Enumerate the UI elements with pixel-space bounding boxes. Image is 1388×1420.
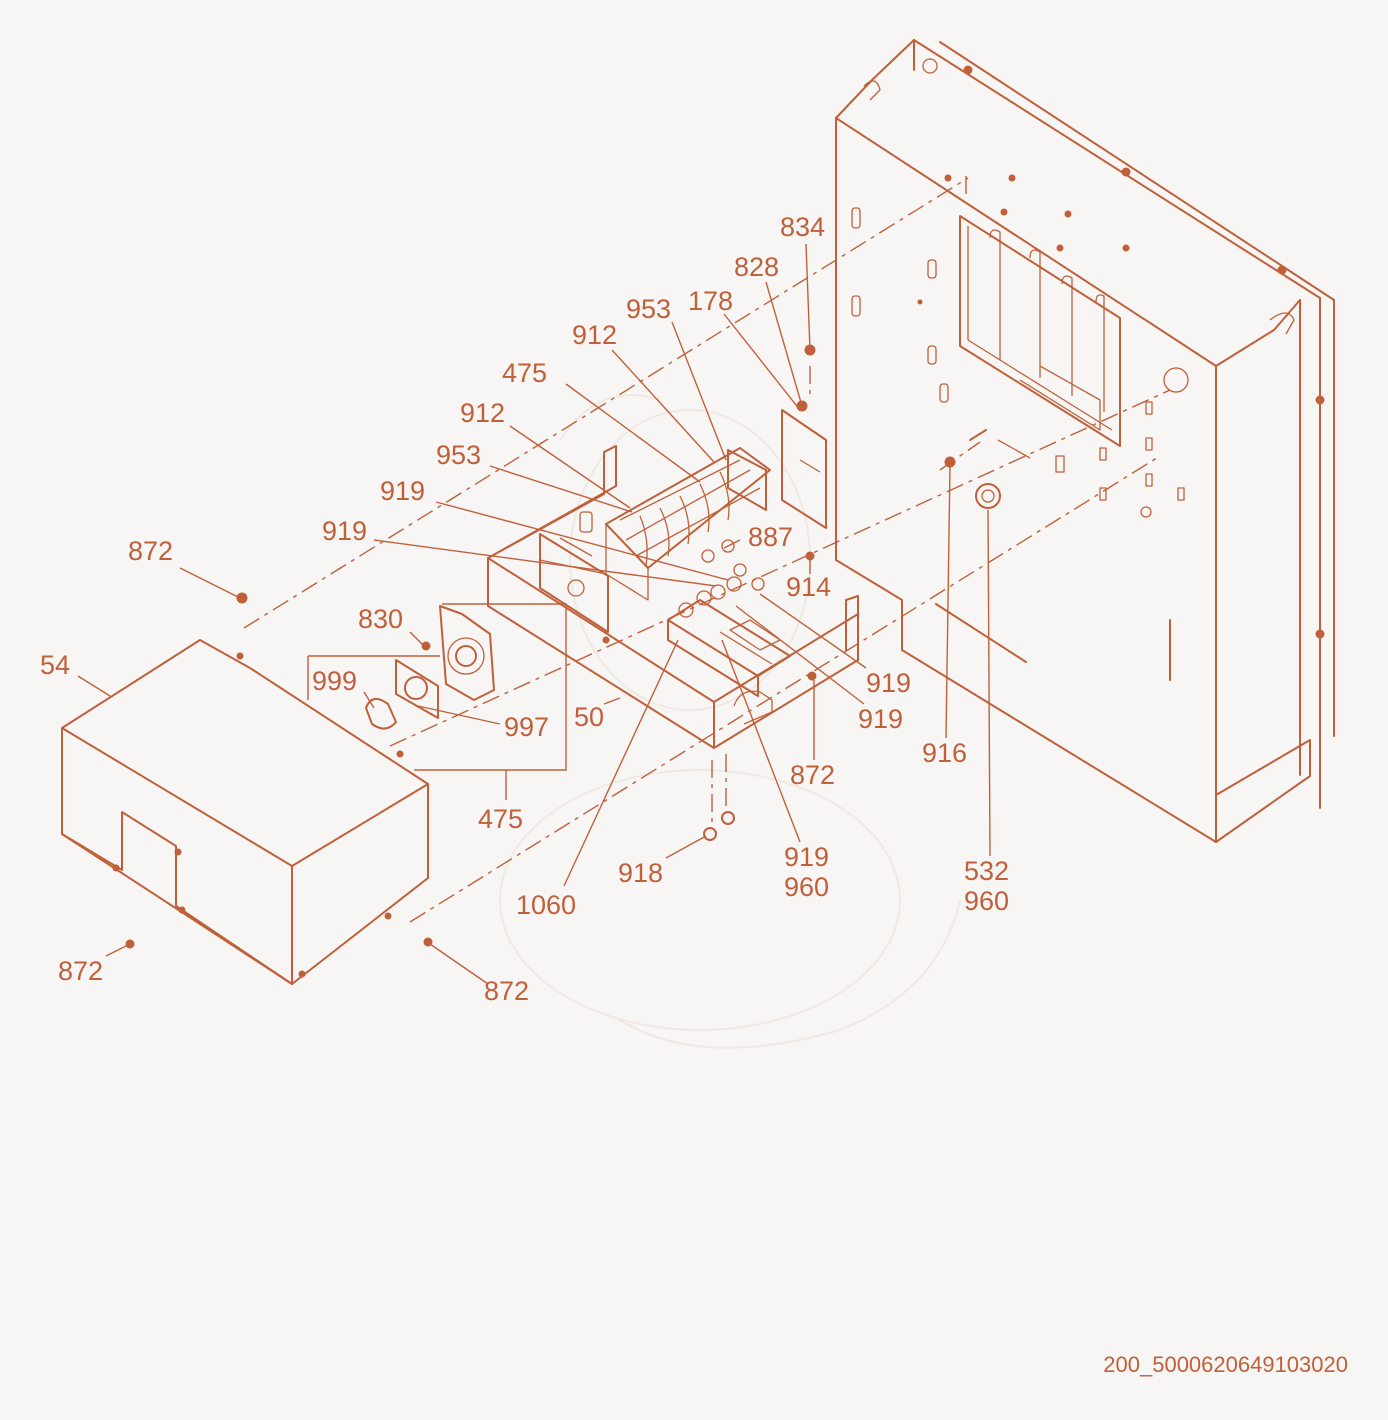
document-id: 200_5000620649103020	[1103, 1352, 1348, 1377]
callout-830: 830	[358, 604, 403, 634]
callout-953: 953	[626, 294, 671, 324]
callout-919: 919	[380, 476, 425, 506]
callouts: 834 828 953 178 912 475 912 953 919 919 …	[40, 212, 1009, 1006]
callout-919: 919	[866, 668, 911, 698]
callout-919: 919	[858, 704, 903, 734]
callout-872: 872	[484, 976, 529, 1006]
callout-872: 872	[58, 956, 103, 986]
terminal-panel	[781, 344, 827, 561]
callout-912: 912	[460, 398, 505, 428]
callout-872: 872	[790, 760, 835, 790]
callout-916: 916	[922, 738, 967, 768]
main-enclosure	[835, 39, 1335, 843]
callout-50: 50	[574, 702, 604, 732]
callout-475: 475	[478, 804, 523, 834]
fasteners	[125, 456, 1001, 949]
leader-lines	[77, 243, 991, 985]
callout-834: 834	[780, 212, 825, 242]
callout-953: 953	[436, 440, 481, 470]
contactor-block	[667, 539, 791, 697]
callout-914: 914	[786, 572, 831, 602]
cover	[61, 639, 429, 985]
callout-1060: 1060	[516, 890, 576, 920]
callout-919: 919	[322, 516, 367, 546]
callout-532: 532	[964, 856, 1009, 886]
callout-997: 997	[504, 712, 549, 742]
callout-475: 475	[502, 358, 547, 388]
callout-828: 828	[734, 252, 779, 282]
selector-switch	[365, 605, 495, 730]
callout-54: 54	[40, 650, 70, 680]
assembly-lines	[243, 176, 1171, 923]
callout-178: 178	[688, 286, 733, 316]
callout-918: 918	[618, 858, 663, 888]
callout-872: 872	[128, 536, 173, 566]
callout-999: 999	[312, 666, 357, 696]
callout-960: 960	[784, 872, 829, 902]
resistor-coil	[539, 447, 771, 601]
callout-912: 912	[572, 320, 617, 350]
callout-919: 919	[784, 842, 829, 872]
callout-960: 960	[964, 886, 1009, 916]
callout-887: 887	[748, 522, 793, 552]
